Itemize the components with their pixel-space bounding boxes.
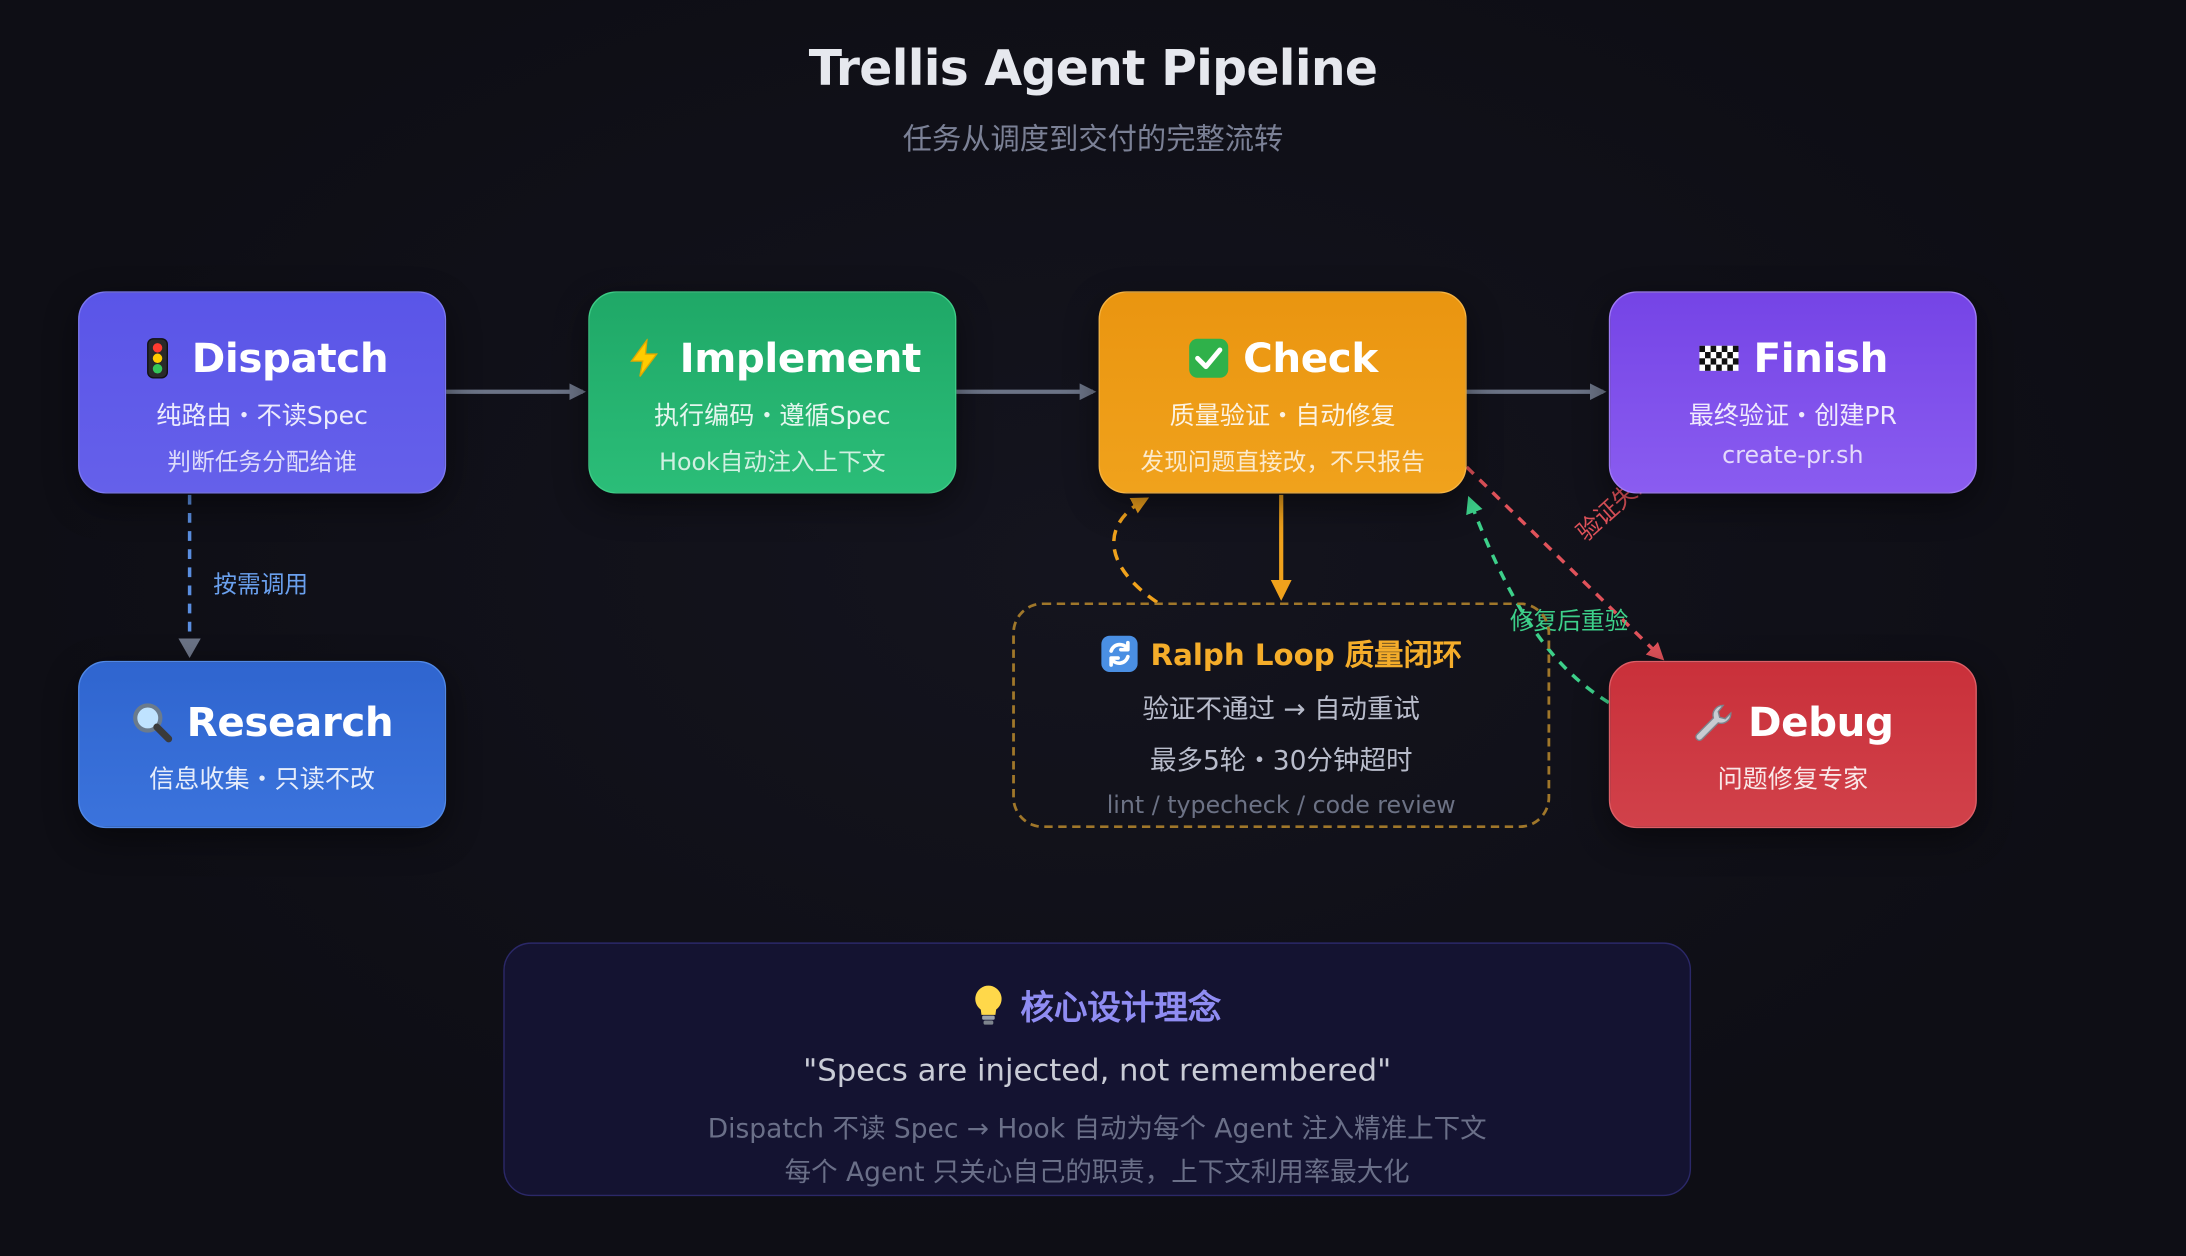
node-debug: Debug 问题修复专家 bbox=[1608, 660, 1977, 829]
edge-loop-check bbox=[1112, 497, 1159, 604]
checkered-flag-icon bbox=[1698, 337, 1740, 379]
node-research: Research 信息收集・只读不改 bbox=[78, 660, 447, 829]
arrowhead-dispatch-research bbox=[178, 638, 201, 659]
ralph-loop-box: Ralph Loop 质量闭环 验证不通过 → 自动重试 最多5轮・30分钟超时… bbox=[1012, 602, 1551, 829]
magnifier-icon bbox=[131, 701, 173, 743]
wrench-icon bbox=[1692, 701, 1734, 743]
node-finish: Finish 最终验证・创建PR create-pr.sh bbox=[1608, 291, 1977, 494]
node-debug-title: Debug bbox=[1747, 698, 1894, 746]
node-dispatch-line1: 纯路由・不读Spec bbox=[156, 401, 368, 431]
loop-line2: 最多5轮・30分钟超时 bbox=[1149, 745, 1413, 777]
core-line1: Dispatch 不读 Spec → Hook 自动为每个 Agent 注入精准… bbox=[707, 1113, 1487, 1145]
loop-title: Ralph Loop 质量闭环 bbox=[1150, 638, 1463, 672]
diagram-title: Trellis Agent Pipeline bbox=[808, 41, 1378, 98]
loop-line3: lint / typecheck / code review bbox=[1106, 791, 1456, 820]
lightbulb-icon bbox=[973, 984, 1004, 1026]
node-check-line1: 质量验证・自动修复 bbox=[1169, 401, 1396, 431]
node-check-line2: 发现问题直接改，不只报告 bbox=[1140, 448, 1425, 477]
node-implement-line1: 执行编码・遵循Spec bbox=[653, 401, 891, 431]
node-dispatch-line2: 判断任务分配给谁 bbox=[167, 448, 357, 477]
node-dispatch: Dispatch 纯路由・不读Spec 判断任务分配给谁 bbox=[78, 291, 447, 494]
check-mark-icon bbox=[1187, 337, 1229, 379]
traffic-light-icon bbox=[136, 337, 178, 379]
node-dispatch-title: Dispatch bbox=[191, 334, 389, 382]
node-finish-title: Finish bbox=[1753, 334, 1888, 382]
node-check-title: Check bbox=[1243, 334, 1378, 382]
label-on-demand: 按需调用 bbox=[213, 571, 309, 600]
node-finish-line2: create-pr.sh bbox=[1722, 441, 1864, 470]
core-title: 核心设计理念 bbox=[1020, 988, 1222, 1028]
node-implement: Implement 执行编码・遵循Spec Hook自动注入上下文 bbox=[588, 291, 957, 494]
core-quote: "Specs are injected, not remembered" bbox=[803, 1053, 1392, 1089]
node-implement-line2: Hook自动注入上下文 bbox=[659, 448, 886, 477]
node-research-title: Research bbox=[186, 698, 394, 746]
core-line2: 每个 Agent 只关心自己的职责，上下文利用率最大化 bbox=[784, 1157, 1410, 1188]
node-check: Check 质量验证・自动修复 发现问题直接改，不只报告 bbox=[1098, 291, 1467, 494]
node-implement-title: Implement bbox=[679, 334, 922, 382]
node-finish-line1: 最终验证・创建PR bbox=[1688, 401, 1897, 431]
diagram-subtitle: 任务从调度到交付的完整流转 bbox=[902, 122, 1284, 157]
core-philosophy-box: 核心设计理念 "Specs are injected, not remember… bbox=[503, 942, 1692, 1197]
refresh-icon bbox=[1100, 634, 1139, 673]
loop-line1: 验证不通过 → 自动重试 bbox=[1142, 694, 1420, 725]
node-research-line1: 信息收集・只读不改 bbox=[149, 765, 376, 795]
lightning-icon bbox=[624, 337, 666, 379]
node-debug-line1: 问题修复专家 bbox=[1717, 765, 1869, 795]
